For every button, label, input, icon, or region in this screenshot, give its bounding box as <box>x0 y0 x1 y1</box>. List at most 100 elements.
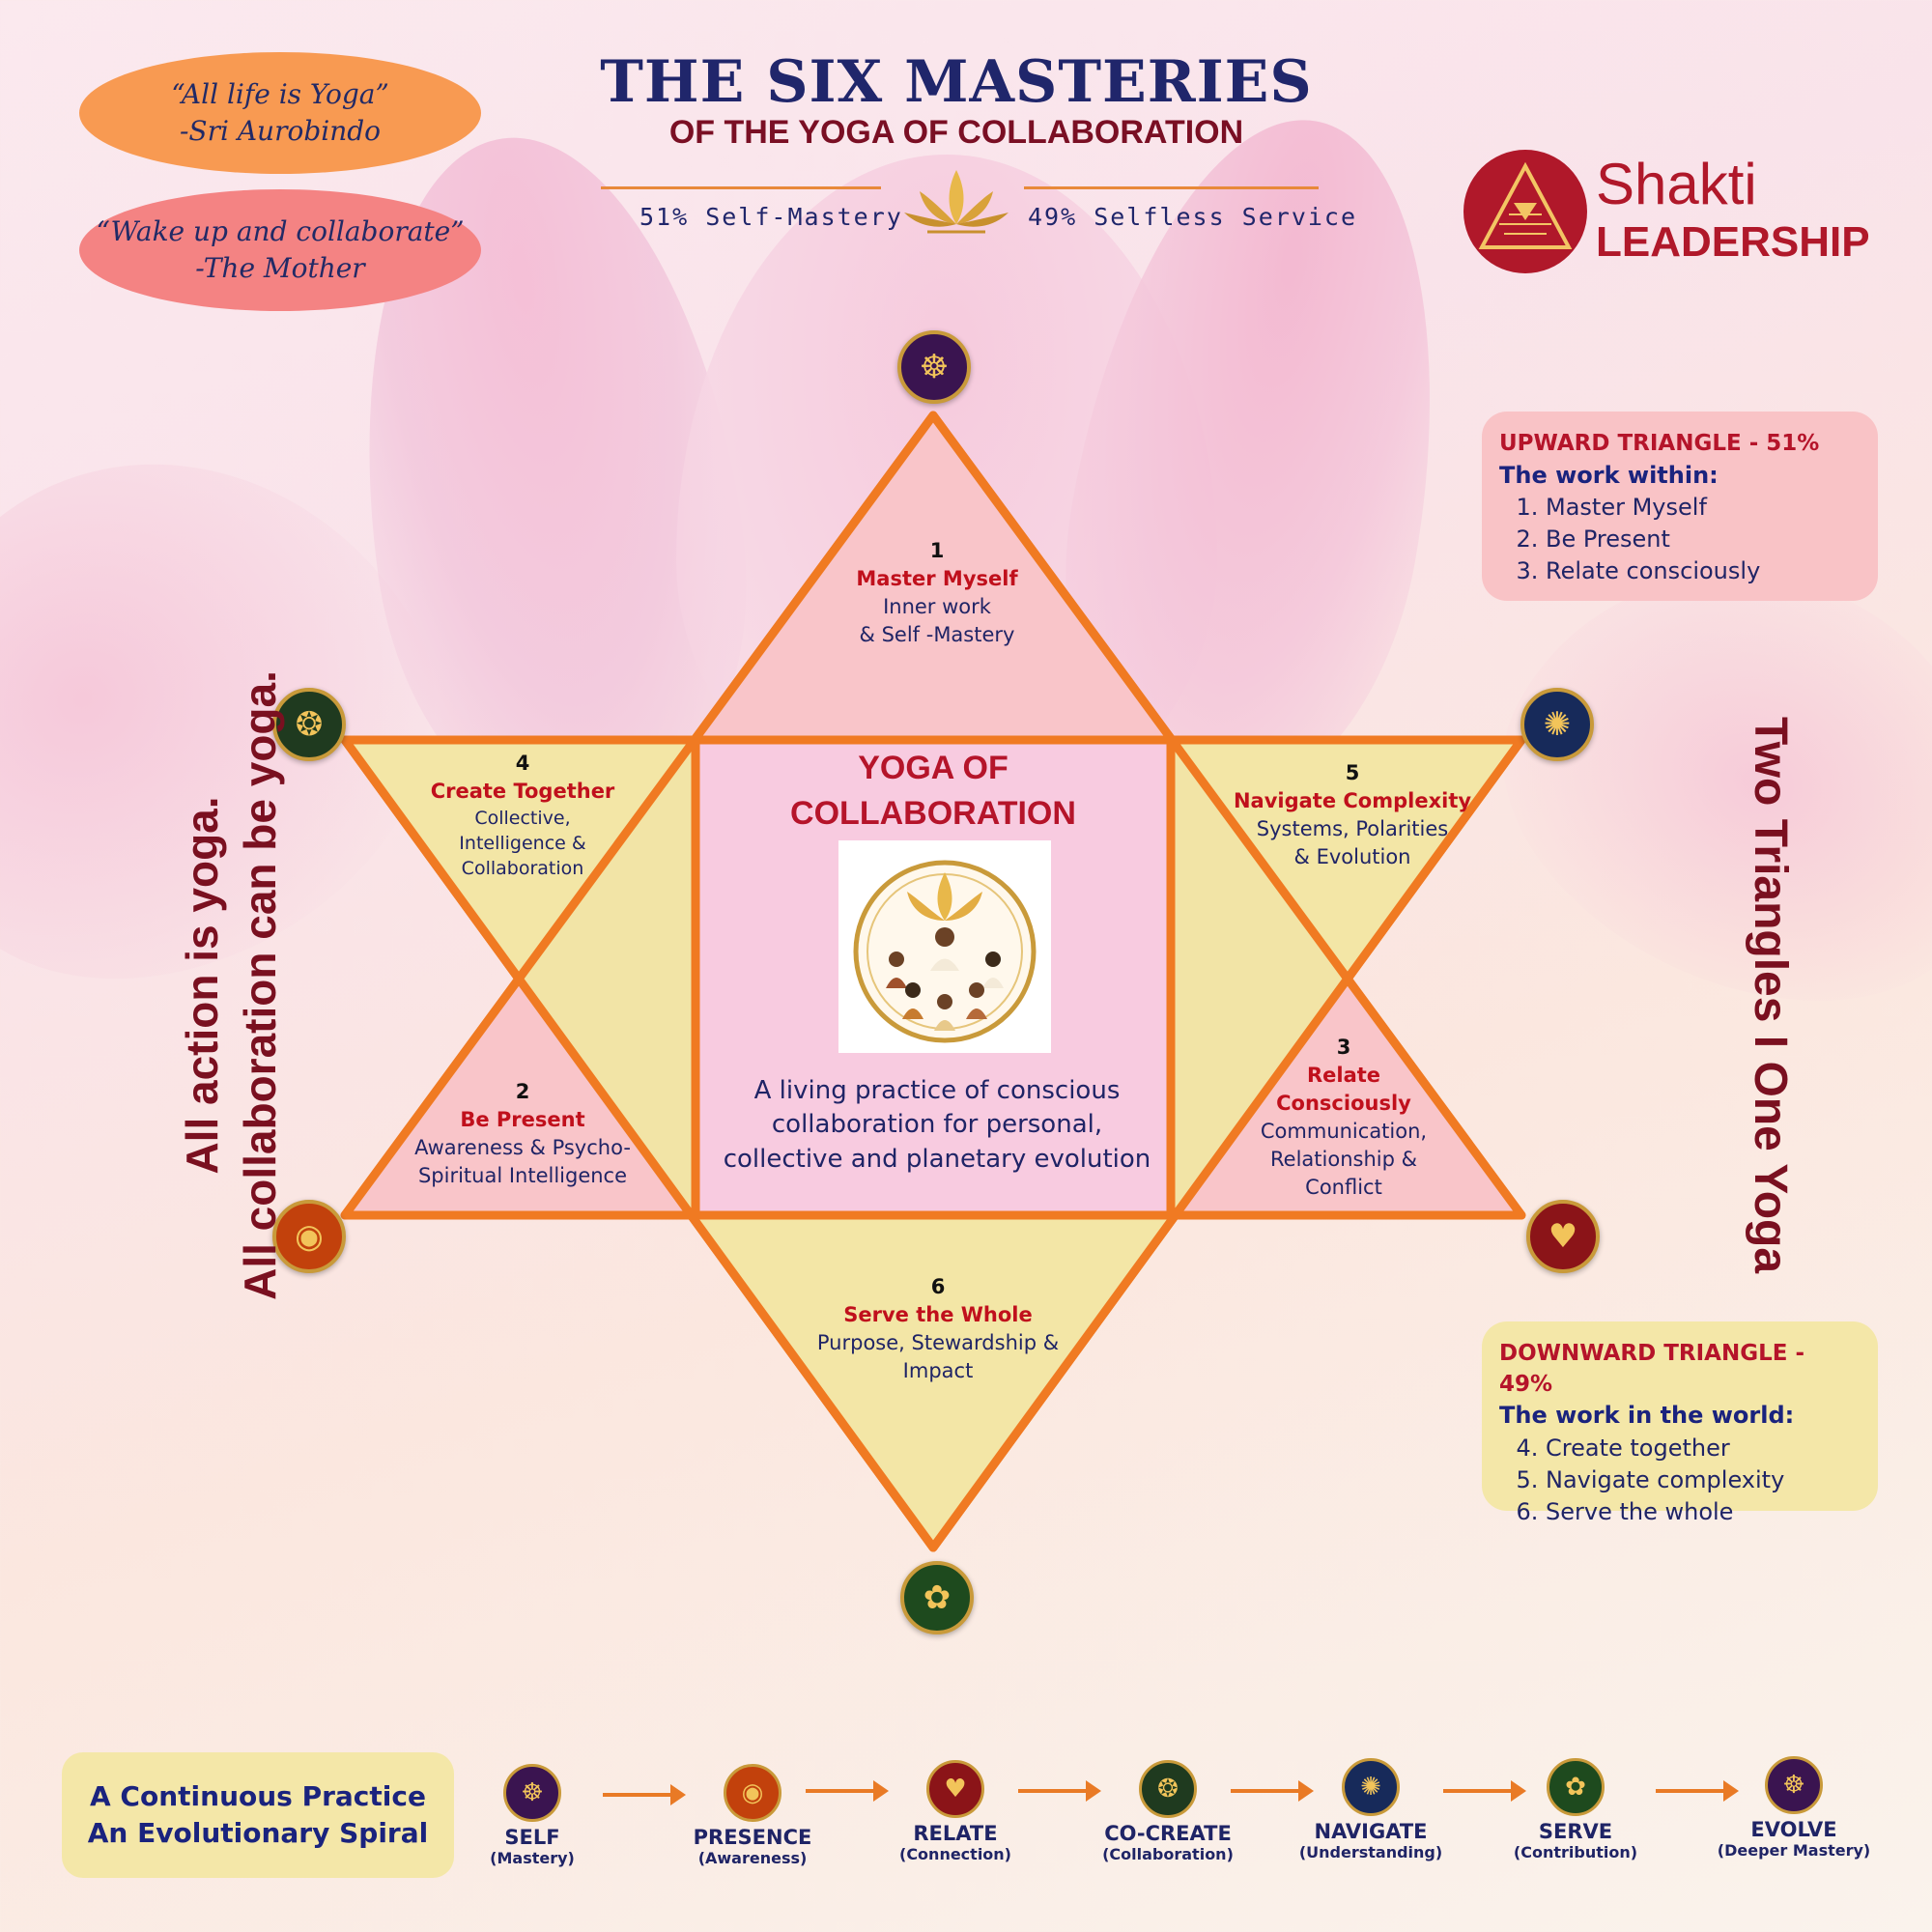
mastery-desc: Intelligence & <box>459 833 586 855</box>
mastery-name: Navigate Complexity <box>1233 788 1472 812</box>
arrow-icon <box>1443 1780 1526 1802</box>
downward-box-subheading: The work in the world: <box>1499 1402 1795 1430</box>
downward-box-heading: DOWNWARD TRIANGLE - 49% <box>1499 1341 1805 1397</box>
spiral-step-navigate: ✺ NAVIGATE (Understanding) <box>1279 1758 1463 1861</box>
meditation-icon: ☸ <box>1765 1756 1823 1814</box>
mastery-desc: Relationship & <box>1270 1147 1417 1171</box>
upward-box-heading: UPWARD TRIANGLE - 51% <box>1499 431 1820 456</box>
step-label: PRESENCE <box>693 1826 812 1849</box>
globe-hands-icon: ✿ <box>900 1561 974 1634</box>
heart-hands-icon: ♥ <box>926 1760 984 1818</box>
spiral-step-cocreate: ❂ CO-CREATE (Collaboration) <box>1076 1760 1260 1863</box>
eye-icon: ◉ <box>724 1764 781 1822</box>
mastery-desc: Inner work <box>883 594 991 618</box>
left-vertical-line2: All collaboration can be yoga. <box>234 670 285 1300</box>
downward-triangle-box: DOWNWARD TRIANGLE - 49% The work in the … <box>1482 1321 1878 1525</box>
circle-people-icon: ❂ <box>1139 1760 1197 1818</box>
eye-icon: ◉ <box>272 1200 346 1273</box>
upward-triangle-box: UPWARD TRIANGLE - 51% The work within: M… <box>1482 412 1878 601</box>
mastery-desc: Purpose, Stewardship & <box>816 1330 1060 1354</box>
ratio-selfless-service: 49% Selfless Service <box>1028 203 1358 231</box>
mastery-1-label: 1 Master Myself Inner work & Self -Maste… <box>802 537 1072 649</box>
upward-box-list: Master Myself Be Present Relate consciou… <box>1499 492 1861 587</box>
step-label: EVOLVE <box>1750 1818 1837 1841</box>
quote-mother: “Wake up and collaborate” -The Mother <box>79 189 481 311</box>
left-vertical-line1: All action is yoga. <box>177 796 227 1175</box>
mastery-number: 5 <box>1345 761 1360 784</box>
mastery-name: Create Together <box>430 779 615 803</box>
mastery-desc: Collective, <box>474 807 571 829</box>
globe-hands-icon: ✿ <box>1547 1758 1605 1816</box>
left-vertical-text: All action is yoga. All collaboration ca… <box>174 589 290 1381</box>
meditation-icon: ☸ <box>897 330 971 404</box>
gathering-illustration <box>853 860 1037 1043</box>
center-title: YOGA OF COLLABORATION <box>715 746 1151 837</box>
mastery-number: 4 <box>515 752 530 775</box>
arrow-icon <box>1656 1780 1739 1802</box>
mastery-desc: Conflict <box>1305 1175 1382 1199</box>
center-description: A living practice of conscious collabora… <box>723 1076 1151 1174</box>
list-item: Navigate complexity <box>1546 1464 1861 1496</box>
meditation-icon: ☸ <box>503 1764 561 1822</box>
step-label: SELF <box>504 1826 560 1849</box>
logo-text-leadership: LEADERSHIP <box>1596 218 1870 266</box>
mastery-name: Be Present <box>460 1107 585 1131</box>
step-sub: (Awareness) <box>697 1849 808 1867</box>
quote-aurobindo: “All life is Yoga” -Sri Aurobindo <box>79 52 481 174</box>
ratio-self-mastery: 51% Self-Mastery <box>639 203 903 231</box>
step-sub: (Understanding) <box>1298 1843 1443 1861</box>
step-sub: (Contribution) <box>1513 1843 1638 1861</box>
step-label: CO-CREATE <box>1104 1822 1232 1845</box>
quote-text: “Wake up and collaborate” <box>96 215 465 248</box>
mastery-desc: Systems, Polarities <box>1256 816 1449 840</box>
mastery-3-label: 3 Relate Consciously Communication, Rela… <box>1227 1034 1461 1202</box>
mastery-name: Master Myself <box>856 566 1018 590</box>
mastery-desc: Impact <box>902 1358 974 1382</box>
quote-author: -The Mother <box>195 252 365 284</box>
spiral-step-relate: ♥ RELATE (Connection) <box>864 1760 1047 1863</box>
step-sub: (Connection) <box>899 1845 1011 1863</box>
mastery-desc: Communication, <box>1260 1119 1428 1143</box>
mastery-name: Relate <box>1306 1063 1381 1087</box>
practice-line1: A Continuous Practice <box>90 1779 426 1812</box>
lotus-icon <box>904 170 1009 234</box>
mastery-number: 6 <box>930 1275 946 1298</box>
list-item: Serve the whole <box>1546 1496 1861 1528</box>
mastery-4-label: 4 Create Together Collective, Intelligen… <box>396 750 649 882</box>
step-label: SERVE <box>1538 1820 1613 1843</box>
center-title-line2: COLLABORATION <box>790 794 1076 832</box>
page-subtitle: OF THE YOGA OF COLLABORATION <box>668 114 1244 151</box>
title-rule-left <box>601 186 881 189</box>
spiral-step-evolve: ☸ EVOLVE (Deeper Mastery) <box>1702 1756 1886 1860</box>
quote-text: “All life is Yoga” <box>171 78 389 111</box>
mastery-number: 2 <box>515 1080 530 1103</box>
center-title-line1: YOGA OF <box>858 750 1009 786</box>
mastery-name: Consciously <box>1276 1091 1411 1115</box>
mastery-desc: Awareness & Psycho- <box>414 1135 631 1159</box>
arrow-icon <box>1231 1780 1314 1802</box>
circle-people-icon: ❂ <box>272 688 346 761</box>
arrow-icon <box>1018 1780 1101 1802</box>
downward-box-list: Create together Navigate complexity Serv… <box>1499 1433 1861 1528</box>
practice-line2: An Evolutionary Spiral <box>87 1817 429 1849</box>
step-sub: (Mastery) <box>490 1849 575 1867</box>
heart-hands-icon: ♥ <box>1526 1200 1600 1273</box>
spiral-step-presence: ◉ PRESENCE (Awareness) <box>661 1764 844 1867</box>
upward-box-subheading: The work within: <box>1499 461 1719 489</box>
mastery-2-label: 2 Be Present Awareness & Psycho- Spiritu… <box>386 1078 659 1190</box>
list-item: Relate consciously <box>1546 555 1861 587</box>
mastery-desc: & Self -Mastery <box>859 622 1015 646</box>
logo-text-shakti: Shakti <box>1596 152 1757 216</box>
arrow-icon <box>806 1780 889 1802</box>
spiral-step-self: ☸ SELF (Mastery) <box>440 1764 624 1867</box>
mastery-6-label: 6 Serve the Whole Purpose, Stewardship &… <box>798 1273 1078 1385</box>
right-vertical-text: Two Triangles I One Yoga <box>1745 716 1796 1274</box>
practice-box: A Continuous Practice An Evolutionary Sp… <box>62 1752 454 1878</box>
shakti-logo-icon <box>1463 150 1587 273</box>
mastery-name: Serve the Whole <box>843 1302 1033 1326</box>
mastery-desc: Spiritual Intelligence <box>417 1163 628 1187</box>
list-item: Create together <box>1546 1433 1861 1464</box>
quote-author: -Sri Aurobindo <box>179 115 382 147</box>
mastery-number: 3 <box>1336 1036 1351 1059</box>
